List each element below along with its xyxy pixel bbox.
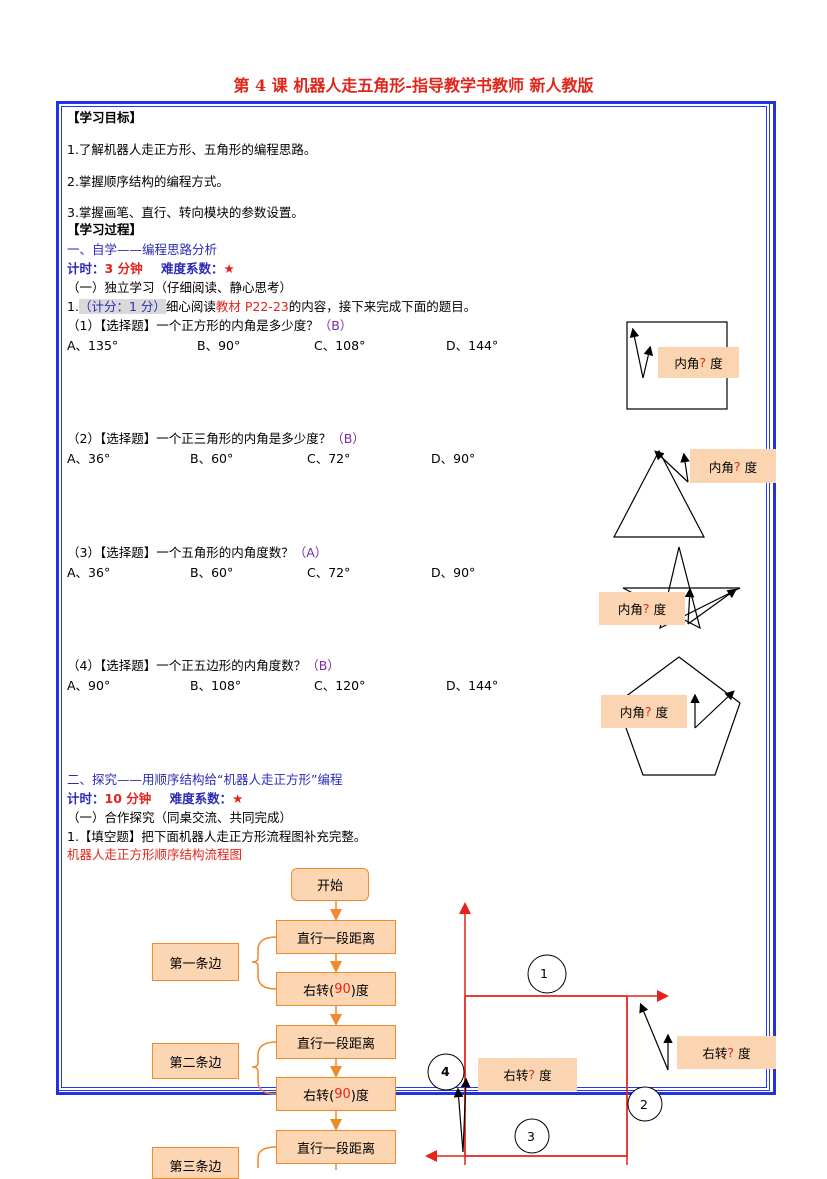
question-prompt: （1）【选择题】一个正方形的内角是多少度？（B）: [67, 318, 353, 333]
flow-turn: 右转(90)度: [276, 972, 396, 1006]
angle-callout: 内角?度: [658, 347, 739, 378]
question-option: A、36°: [67, 565, 111, 580]
triangle-shape: [613, 449, 705, 538]
goal-item: 2.掌握顺序结构的编程方式。: [67, 174, 229, 189]
flow-turn: 右转(90)度: [276, 1077, 396, 1111]
step-number: 3: [527, 1129, 535, 1144]
step-number: 4: [441, 1064, 450, 1079]
step-number: 1: [540, 966, 548, 981]
star-icon: ★: [223, 261, 235, 276]
page-title: 第 4 课 机器人走五角形-指导教学书教师 新人教版: [233, 76, 594, 95]
question-option: C、120°: [314, 678, 366, 693]
question-option: B、60°: [190, 451, 234, 466]
section1-title: 一、自学——编程思路分析: [67, 242, 218, 257]
angle-callout: 内角?度: [599, 592, 685, 625]
turn-callout: 右转?度: [677, 1036, 776, 1069]
question-option: B、60°: [190, 565, 234, 580]
section2-timer: 计时：10 分钟 难度系数：★: [67, 791, 244, 806]
section1-sub: （一）独立学习（仔细阅读、静心思考）: [67, 280, 293, 295]
question-option: C、72°: [307, 565, 351, 580]
square-path-diagram: [425, 902, 673, 1165]
goal-item: 1.了解机器人走正方形、五角形的编程思路。: [67, 142, 317, 157]
question-option: D、144°: [446, 678, 499, 693]
question-option: C、72°: [307, 451, 351, 466]
content-frame-outer: [56, 101, 776, 1095]
section2-title: 二、探究——用顺序结构给“机器人走正方形”编程: [67, 772, 343, 787]
question-option: A、90°: [67, 678, 111, 693]
star-icon: ★: [232, 791, 244, 806]
section1-timer: 计时：3 分钟 难度系数：★: [67, 261, 235, 276]
question-option: D、144°: [446, 338, 499, 353]
goals-header: 【学习目标】: [67, 110, 143, 125]
goal-item: 3.掌握画笔、直行、转向模块的参数设置。: [67, 205, 304, 220]
angle-callout: 内角?度: [690, 449, 776, 483]
question-option: A、36°: [67, 451, 111, 466]
section2-sub: （一）合作探究（同桌交流、共同完成）: [67, 810, 293, 825]
score-badge: （计分：1 分）: [78, 299, 166, 314]
question-prompt: （3）【选择题】一个五角形的内角度数？（A）: [67, 545, 328, 560]
flow-straight: 直行一段距离: [276, 920, 396, 954]
process-header: 【学习过程】: [67, 222, 143, 237]
flow-straight: 直行一段距离: [276, 1025, 396, 1059]
content-frame: [58, 103, 770, 1091]
section1-task: 1.（计分：1 分）细心阅读教材 P22-23的内容，接下来完成下面的题目。: [67, 299, 477, 314]
question-option: B、108°: [190, 678, 242, 693]
question-option: D、90°: [431, 565, 476, 580]
question-prompt: （4）【选择题】一个正五边形的内角度数？（B）: [67, 658, 340, 673]
question-option: B、90°: [197, 338, 241, 353]
step-number: 2: [640, 1097, 648, 1112]
turn-callout: 右转?度: [478, 1058, 577, 1091]
angle-callout: 内角?度: [601, 695, 687, 728]
flowchart-title: 机器人走正方形顺序结构流程图: [67, 847, 243, 862]
edge-label: 第二条边: [152, 1043, 239, 1079]
question-prompt: （2）【选择题】一个正三角形的内角是多少度？（B）: [67, 431, 365, 446]
question-option: A、135°: [67, 338, 119, 353]
section2-task: 1.【填空题】把下面机器人走正方形流程图补充完整。: [67, 829, 367, 844]
flow-straight: 直行一段距离: [276, 1130, 396, 1164]
question-option: C、108°: [314, 338, 366, 353]
flow-arrows: [251, 901, 342, 1170]
edge-label: 第一条边: [152, 943, 239, 981]
edge-label: 第三条边: [152, 1147, 239, 1179]
question-option: D、90°: [431, 451, 476, 466]
flow-start: 开始: [291, 868, 369, 901]
